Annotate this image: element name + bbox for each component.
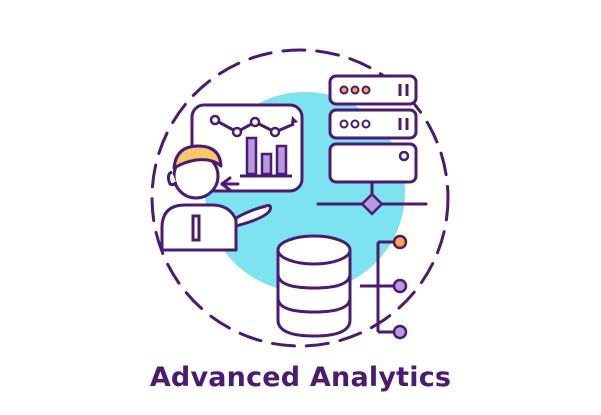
analyst-person-icon	[160, 144, 272, 252]
presentation-board-icon	[190, 103, 304, 193]
bar-chart-icon	[240, 136, 292, 178]
database-cylinder-icon	[276, 234, 352, 338]
dashed-ring-icon	[150, 48, 450, 348]
data-branch-icon	[360, 234, 408, 340]
server-rack-icon	[328, 74, 418, 184]
caption-title: Advanced Analytics	[149, 362, 452, 393]
advanced-analytics-illustration	[150, 48, 450, 348]
network-node-icon	[316, 182, 428, 216]
line-chart-icon	[209, 114, 298, 138]
